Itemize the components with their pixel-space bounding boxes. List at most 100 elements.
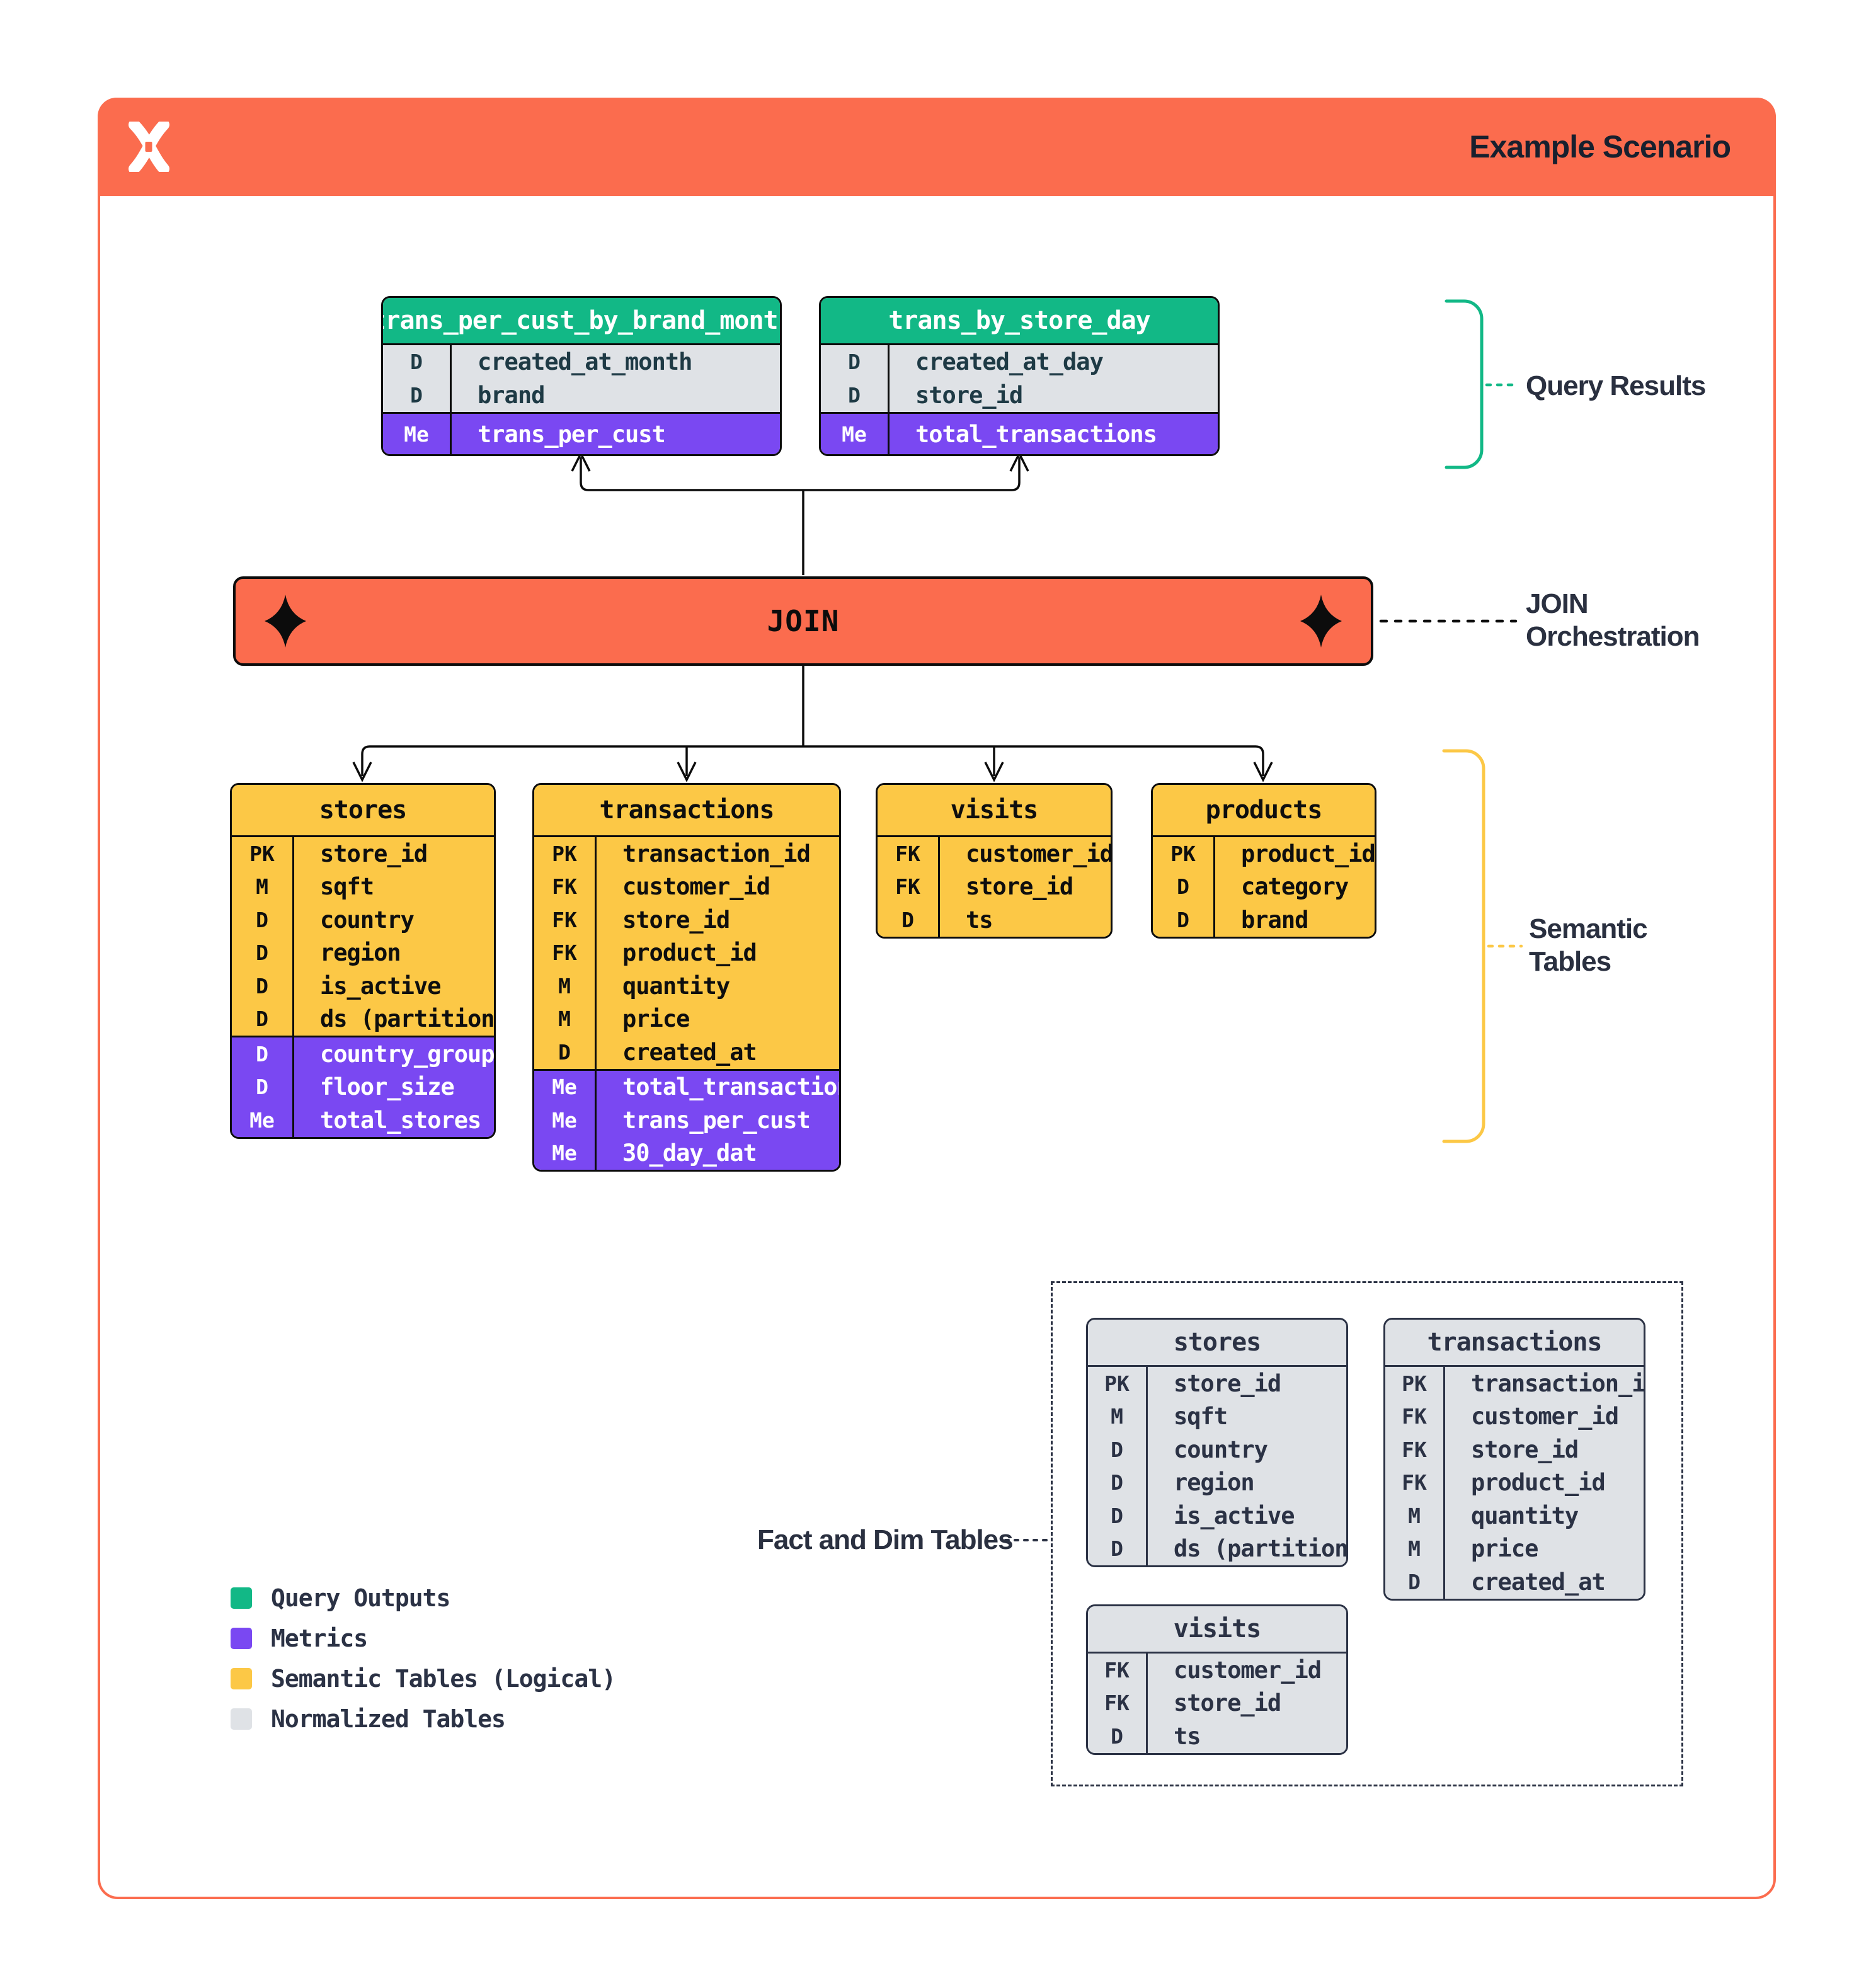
page-title: Example Scenario (1469, 129, 1731, 164)
row-label: sqft (1174, 1403, 1228, 1431)
row-label: brand (478, 382, 545, 409)
table-title: trans_per_cust_by_brand_month (383, 298, 780, 345)
row-tag: D (256, 973, 268, 998)
semantic-tables-label: Semantic Tables (1529, 913, 1648, 977)
row-tag: M (1408, 1503, 1421, 1528)
row-label: price (622, 1005, 690, 1033)
row-label: ds (partition) (320, 1005, 496, 1033)
row-tag: D (410, 383, 423, 408)
row-tag: FK (1104, 1691, 1130, 1716)
row-label: country (1174, 1436, 1268, 1463)
row-tag: D (256, 1007, 268, 1032)
row-label: trans_per_cust (622, 1106, 811, 1134)
row-tag: FK (895, 841, 920, 866)
row-tag: FK (895, 874, 920, 900)
legend-swatch-icon (231, 1587, 252, 1609)
row-tag: Me (842, 421, 867, 447)
row-label: floor_size (320, 1073, 455, 1101)
table-title: products (1153, 785, 1375, 837)
row-label: total_transactions (622, 1073, 841, 1101)
row-tag: D (256, 1041, 268, 1066)
legend-item: Semantic Tables (Logical) (231, 1665, 616, 1693)
row-tag: FK (1402, 1437, 1427, 1462)
row-label: brand (1241, 906, 1308, 934)
row-label: product_id (1471, 1469, 1606, 1497)
row-tag: PK (552, 841, 577, 866)
row-tag: D (1111, 1437, 1123, 1462)
row-tag: D (410, 350, 423, 374)
row-label: 30_day_dat (622, 1140, 757, 1167)
table-title: visits (1088, 1606, 1346, 1654)
row-tag: D (1111, 1470, 1123, 1495)
row-label: trans_per_cust (478, 420, 666, 448)
metric-section: Me total_transactions (821, 412, 1218, 454)
row-tag: D (848, 383, 861, 408)
row-tag: PK (1170, 841, 1196, 866)
row-tag: M (558, 1007, 571, 1032)
row-label: store_id (915, 382, 1023, 409)
join-label: JOIN (767, 604, 840, 638)
row-tag: M (1408, 1536, 1421, 1562)
row-label: total_transactions (915, 420, 1157, 448)
row-label: transaction_id (622, 840, 811, 867)
row-label: store_id (320, 840, 428, 867)
row-tag: D (256, 940, 268, 966)
row-label: ts (1174, 1722, 1201, 1750)
row-label: sqft (320, 873, 374, 901)
row-tag: PK (249, 841, 275, 866)
row-tag: D (1111, 1536, 1123, 1562)
row-label: category (1241, 873, 1349, 901)
row-label: quantity (1471, 1502, 1579, 1529)
join-orchestration-label: JOIN Orchestration (1526, 588, 1700, 652)
table-title: stores (232, 785, 494, 837)
diamond-star-icon (265, 595, 306, 648)
row-label: customer_id (966, 840, 1113, 867)
row-label: store_id (1471, 1436, 1579, 1463)
row-tag: FK (1104, 1657, 1130, 1682)
table-row: Me total_transactions (821, 414, 1218, 454)
legend-label: Query Outputs (271, 1584, 450, 1612)
row-tag: Me (552, 1075, 577, 1100)
row-label: created_at_day (915, 348, 1104, 375)
row-tag: D (256, 907, 268, 932)
row-label: is_active (1174, 1502, 1295, 1529)
row-tag: M (256, 874, 268, 900)
